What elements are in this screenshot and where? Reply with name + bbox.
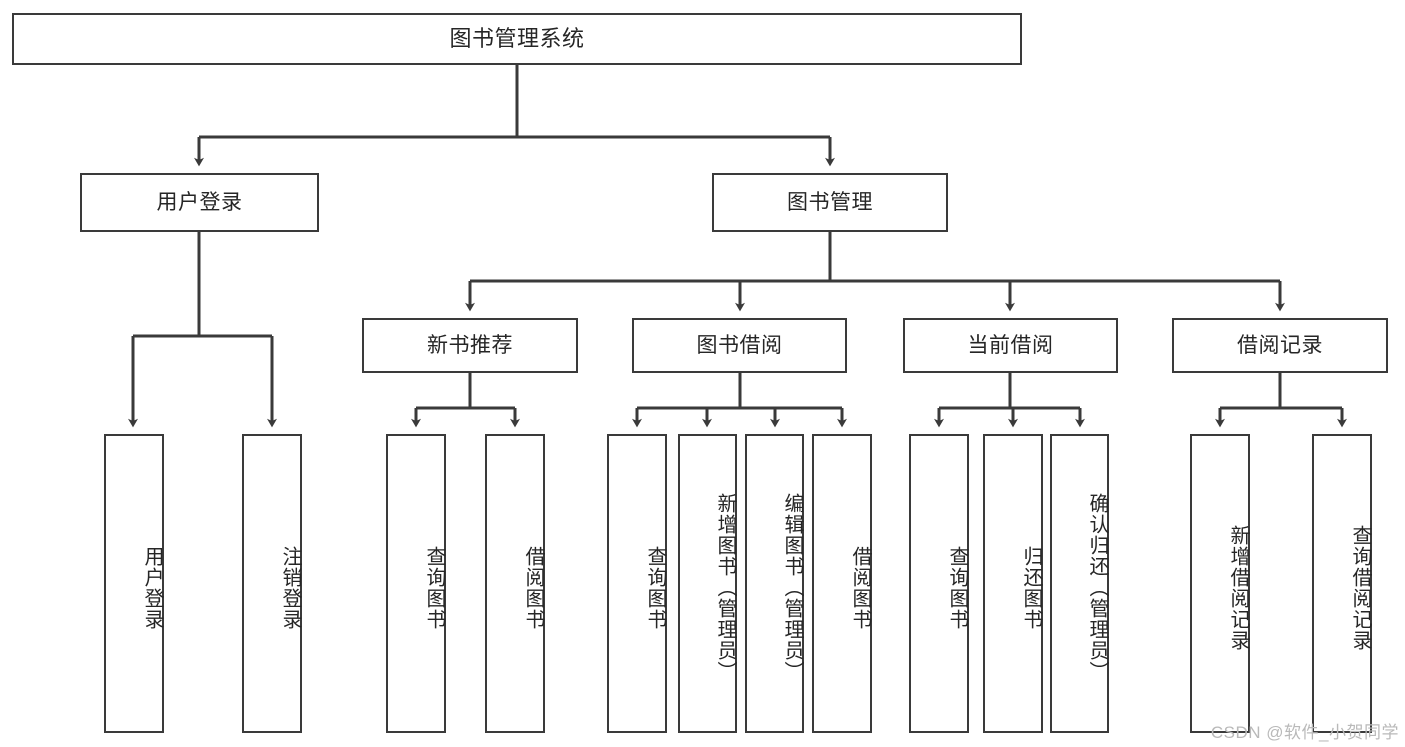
node-leaf-borrow-book-1[interactable]: 借阅图书 xyxy=(485,434,545,733)
node-label: 当前借阅 xyxy=(967,333,1054,357)
node-book-borrow[interactable]: 图书借阅 xyxy=(632,318,847,373)
node-book-manage[interactable]: 图书管理 xyxy=(712,173,948,232)
node-label: 借阅记录 xyxy=(1237,333,1323,357)
node-leaf-confirm-return-admin[interactable]: 确认归还（管理员） xyxy=(1050,434,1109,733)
node-label: 新增图书（管理员） xyxy=(714,493,736,682)
node-label: 编辑图书（管理员） xyxy=(781,493,803,682)
node-label: 新书推荐 xyxy=(427,333,513,357)
node-user-login[interactable]: 用户登录 xyxy=(80,173,319,232)
watermark-text: CSDN @软件_小贺同学 xyxy=(1210,723,1399,742)
node-label: 用户登录 xyxy=(156,190,243,214)
node-leaf-query-book-2[interactable]: 查询图书 xyxy=(607,434,667,733)
node-label: 图书管理系统 xyxy=(449,25,585,51)
node-root-system[interactable]: 图书管理系统 xyxy=(12,13,1022,65)
node-leaf-edit-book-admin[interactable]: 编辑图书（管理员） xyxy=(745,434,804,733)
node-new-book-recommend[interactable]: 新书推荐 xyxy=(362,318,578,373)
node-label: 查询图书 xyxy=(644,545,666,630)
node-label: 用户登录 xyxy=(141,545,163,630)
node-leaf-query-book-1[interactable]: 查询图书 xyxy=(386,434,446,733)
node-label: 图书管理 xyxy=(787,190,873,214)
node-current-borrow[interactable]: 当前借阅 xyxy=(903,318,1118,373)
node-leaf-query-borrow-record[interactable]: 查询借阅记录 xyxy=(1312,434,1372,733)
node-borrow-record[interactable]: 借阅记录 xyxy=(1172,318,1388,373)
node-label: 确认归还（管理员） xyxy=(1086,493,1108,682)
node-leaf-borrow-book-2[interactable]: 借阅图书 xyxy=(812,434,872,733)
node-leaf-query-book-3[interactable]: 查询图书 xyxy=(909,434,969,733)
node-label: 归还图书 xyxy=(1020,545,1042,630)
node-leaf-return-book[interactable]: 归还图书 xyxy=(983,434,1043,733)
node-label: 借阅图书 xyxy=(522,545,544,630)
node-label: 图书借阅 xyxy=(696,333,783,357)
node-leaf-add-book-admin[interactable]: 新增图书（管理员） xyxy=(678,434,737,733)
node-label: 借阅图书 xyxy=(849,545,871,630)
node-leaf-user-login[interactable]: 用户登录 xyxy=(104,434,164,733)
node-label: 注销登录 xyxy=(279,545,301,630)
node-leaf-user-logout[interactable]: 注销登录 xyxy=(242,434,302,733)
node-label: 查询借阅记录 xyxy=(1349,524,1371,651)
node-label: 新增借阅记录 xyxy=(1227,524,1249,651)
node-label: 查询图书 xyxy=(423,545,445,630)
node-label: 查询图书 xyxy=(946,545,968,630)
node-leaf-add-borrow-record[interactable]: 新增借阅记录 xyxy=(1190,434,1250,733)
